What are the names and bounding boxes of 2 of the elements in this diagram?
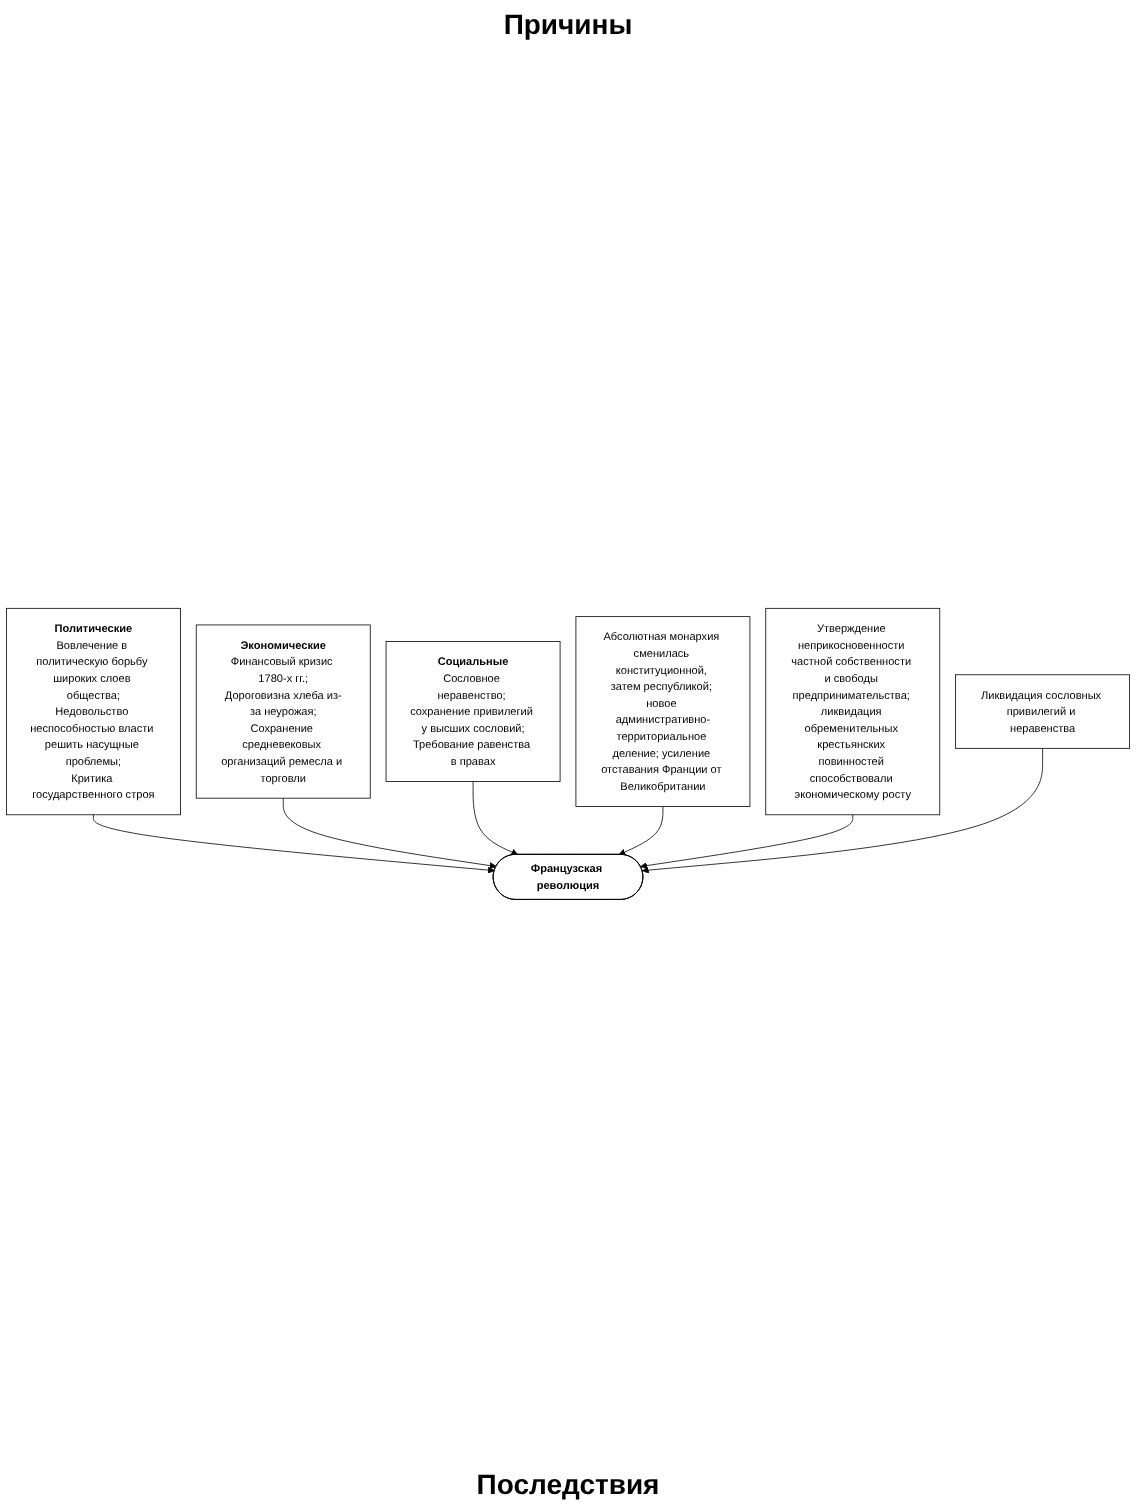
- diagram-title: Причины: [503, 8, 633, 40]
- section-label: Последствия: [476, 1468, 660, 1500]
